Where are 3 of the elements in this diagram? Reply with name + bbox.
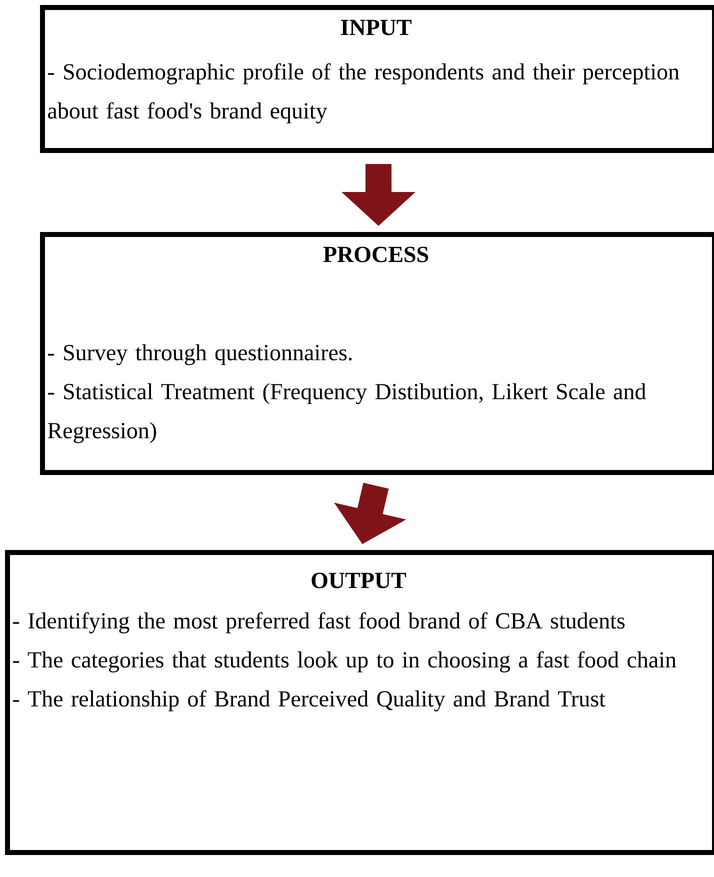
output-box: OUTPUT - Identifying the most preferred fast food brand of CBA students - The categories that students look up to in choosing a fast food chain - The relationship of Brand Perceived Quality and Brand Trust bbox=[5, 550, 714, 855]
input-box: INPUT - Sociodemographic profile of the respondents and their perception about fast food's brand equity bbox=[40, 5, 714, 153]
process-box: PROCESS - Survey through questionnaires. - Statistical Treatment (Frequency Distibution, Likert Scale and Regression) bbox=[40, 232, 714, 475]
